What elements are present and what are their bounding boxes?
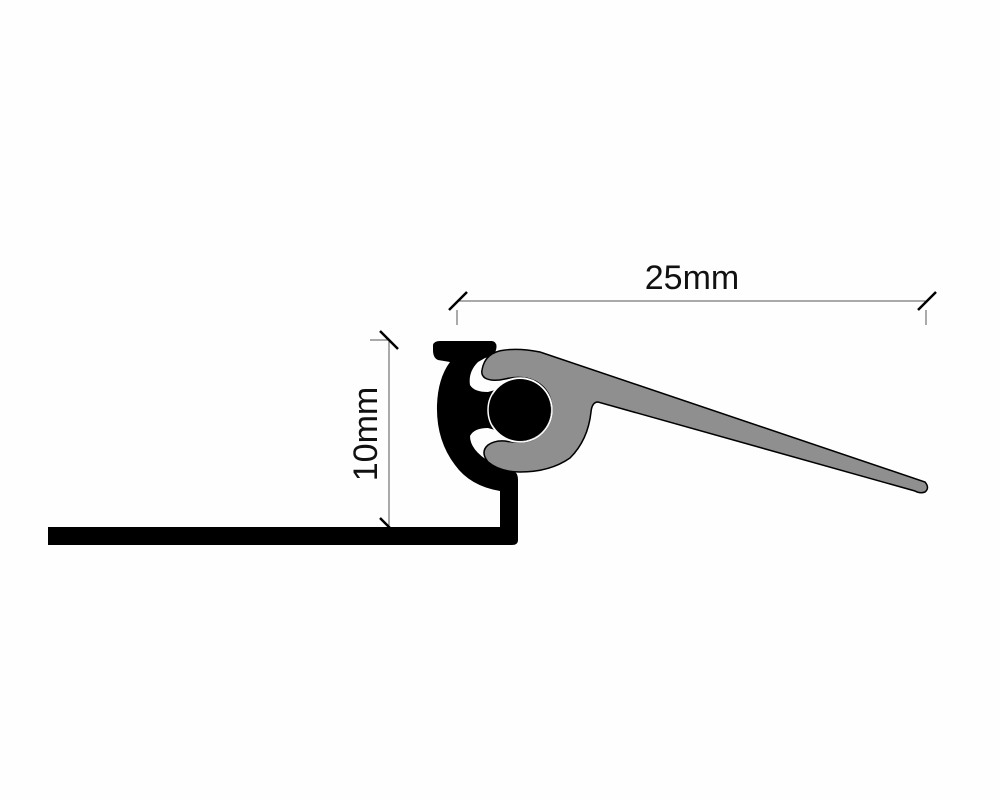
width-label: 25mm xyxy=(645,259,739,297)
bead-core xyxy=(489,379,551,441)
height-label: 10mm xyxy=(347,387,385,481)
aluminium-profile xyxy=(48,341,518,545)
height-dimension: 10mm xyxy=(347,330,399,537)
width-dimension: 25mm xyxy=(448,259,937,325)
seal-gap xyxy=(487,377,553,443)
